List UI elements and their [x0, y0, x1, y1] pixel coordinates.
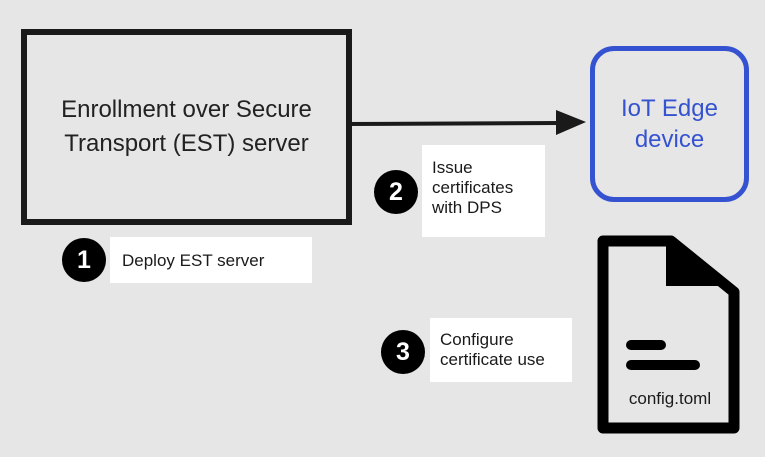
est-server-node: Enrollment over Secure Transport (EST) s… [21, 29, 352, 225]
step-1-badge: 1 [62, 238, 106, 282]
step-3-badge: 3 [381, 330, 425, 374]
config-file-label: config.toml [628, 389, 712, 408]
arrow-right-icon [345, 110, 586, 135]
step-3-note: Configure certificate use [430, 318, 572, 382]
step-1-note: Deploy EST server [110, 237, 312, 283]
step-2-badge: 2 [374, 170, 418, 214]
iot-edge-device-node: IoT Edge device [590, 46, 749, 202]
est-server-label: Enrollment over Secure Transport (EST) s… [61, 96, 312, 157]
iot-edge-device-label: IoT Edge device [621, 95, 718, 153]
step-2-note: Issue certificates with DPS [422, 145, 545, 237]
